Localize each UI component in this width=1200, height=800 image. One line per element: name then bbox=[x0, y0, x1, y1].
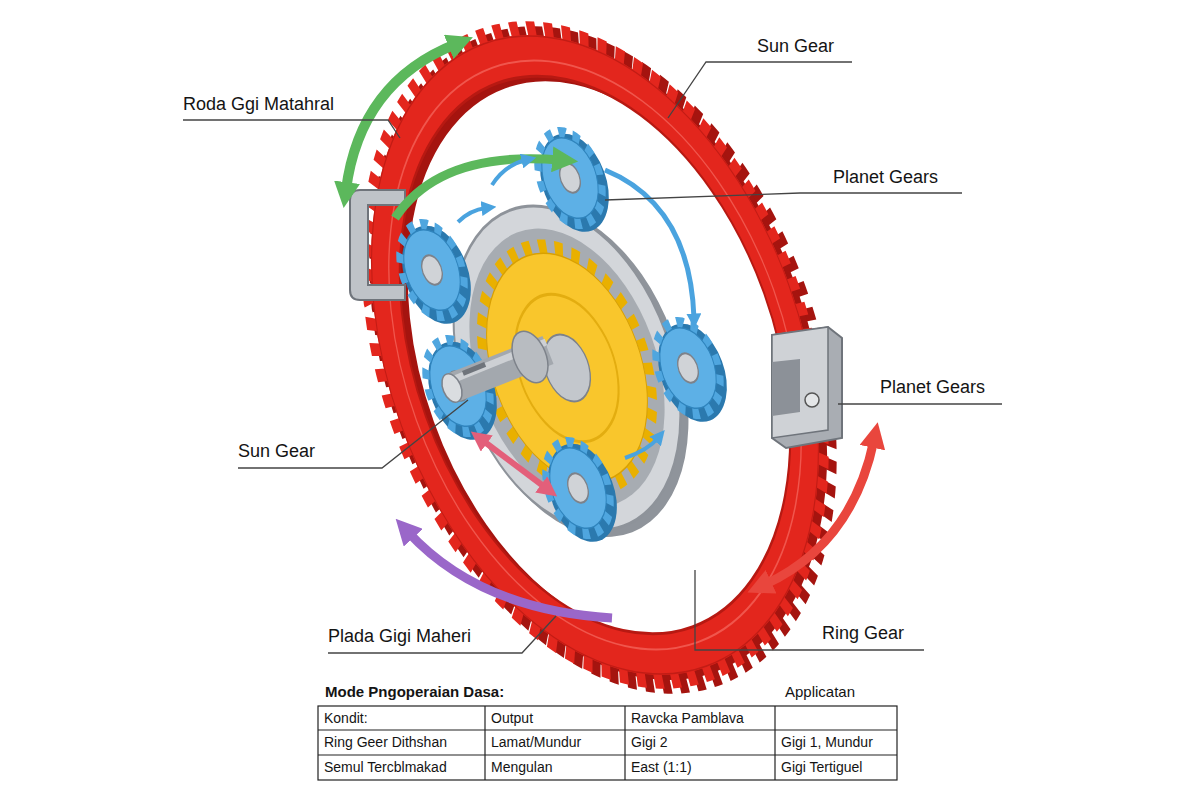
leader-line bbox=[695, 570, 924, 650]
rotation-arrow bbox=[764, 440, 874, 585]
rotation-arrow bbox=[458, 208, 486, 222]
planet-gear bbox=[396, 218, 475, 330]
table-cell: Gigi Tertiguel bbox=[781, 759, 862, 776]
leader-line bbox=[668, 62, 852, 118]
planet-gear-teeth bbox=[534, 126, 606, 229]
planet-gear-body bbox=[656, 322, 720, 414]
ring-gear-teeth bbox=[336, 0, 854, 727]
shaft-collar bbox=[505, 326, 555, 388]
planet-gear-side bbox=[397, 219, 475, 331]
planet-gear-body bbox=[538, 132, 602, 224]
planet-gear bbox=[534, 126, 613, 238]
table-cell: Mengulan bbox=[491, 759, 553, 776]
ring-gear-depth bbox=[344, 0, 862, 732]
ring-gear-band bbox=[357, 13, 833, 696]
leader-line bbox=[328, 616, 556, 653]
table-cell: Gigi 2 bbox=[631, 734, 668, 751]
table-rule bbox=[318, 729, 897, 730]
leader-line bbox=[838, 403, 1002, 404]
planet-gear-side bbox=[653, 317, 731, 429]
callout-label: Roda Ggi Matahral bbox=[183, 94, 334, 116]
planet-gear bbox=[542, 436, 621, 548]
table-rule bbox=[624, 706, 625, 780]
callout-label: Ring Gear bbox=[822, 623, 904, 645]
bracket-screw bbox=[805, 393, 819, 407]
callout-label: Sun Gear bbox=[757, 36, 834, 58]
sun-gear-assembly bbox=[438, 183, 695, 553]
rotation-arrow bbox=[492, 160, 526, 185]
carrier-bracket-face bbox=[772, 327, 828, 438]
planet-gear bbox=[652, 316, 731, 428]
rotation-arrow bbox=[605, 170, 694, 318]
table-rule bbox=[774, 706, 775, 780]
carrier-bracket-slot bbox=[772, 359, 800, 416]
table-cell: Ravcka Pamblava bbox=[631, 710, 744, 727]
ring-gear-highlight bbox=[361, 19, 829, 691]
planet-gear bbox=[422, 334, 501, 446]
callout-label: Plada Gigi Maheri bbox=[328, 626, 471, 648]
table-cell: Kondit: bbox=[324, 710, 368, 727]
leader-line bbox=[238, 400, 468, 468]
planet-gear-teeth bbox=[542, 436, 614, 539]
planet-pin bbox=[566, 471, 589, 505]
rotation-arrow bbox=[408, 532, 612, 618]
table-rule bbox=[484, 706, 485, 780]
table-heading: Mode Pngoperaian Dasa: bbox=[325, 683, 504, 701]
planet-gear-teeth bbox=[396, 218, 468, 321]
callout-label: Sun Gear bbox=[238, 441, 315, 463]
table-cell: Semul Tercblmakad bbox=[324, 759, 447, 776]
ring-gear bbox=[336, 0, 854, 727]
ring-gear-teeth bbox=[344, 0, 862, 732]
planet-gear-body bbox=[546, 442, 610, 534]
table-cell: East (1:1) bbox=[631, 759, 692, 776]
rotation-arrow bbox=[625, 438, 658, 458]
planet-gear-teeth bbox=[652, 316, 724, 419]
table-border bbox=[318, 706, 897, 780]
shaft-end bbox=[438, 371, 466, 406]
table-cell: Gigi 1, Mundur bbox=[781, 734, 873, 751]
shaft-keyway bbox=[462, 362, 486, 376]
table-cell: Output bbox=[491, 710, 533, 727]
rotation-arrow bbox=[346, 44, 456, 190]
planet-gear-side bbox=[423, 335, 501, 447]
table-cell: Lamat/Mundur bbox=[491, 734, 581, 751]
callout-label: Planet Gears bbox=[833, 167, 938, 189]
table-cell: Ring Geer Dithshan bbox=[324, 734, 447, 751]
planet-pin bbox=[558, 161, 581, 195]
table-heading: Applicatan bbox=[785, 683, 855, 701]
leader-line bbox=[605, 193, 962, 200]
planet-gear-body bbox=[400, 224, 464, 316]
carrier-plate bbox=[438, 183, 695, 553]
table-rule bbox=[318, 754, 897, 755]
carrier-bracket bbox=[772, 327, 842, 448]
planet-gear-side bbox=[543, 437, 621, 549]
planet-gear-side bbox=[535, 127, 613, 239]
ring-gear-outer-edge bbox=[342, 0, 849, 719]
ring-gear-inner-edge bbox=[373, 37, 816, 673]
planet-pin bbox=[676, 351, 699, 385]
callout-label: Planet Gears bbox=[880, 377, 985, 399]
carrier-bracket bbox=[350, 190, 405, 300]
leader-line bbox=[183, 120, 400, 138]
planet-pin bbox=[420, 253, 443, 287]
rotation-arrow bbox=[482, 440, 546, 488]
